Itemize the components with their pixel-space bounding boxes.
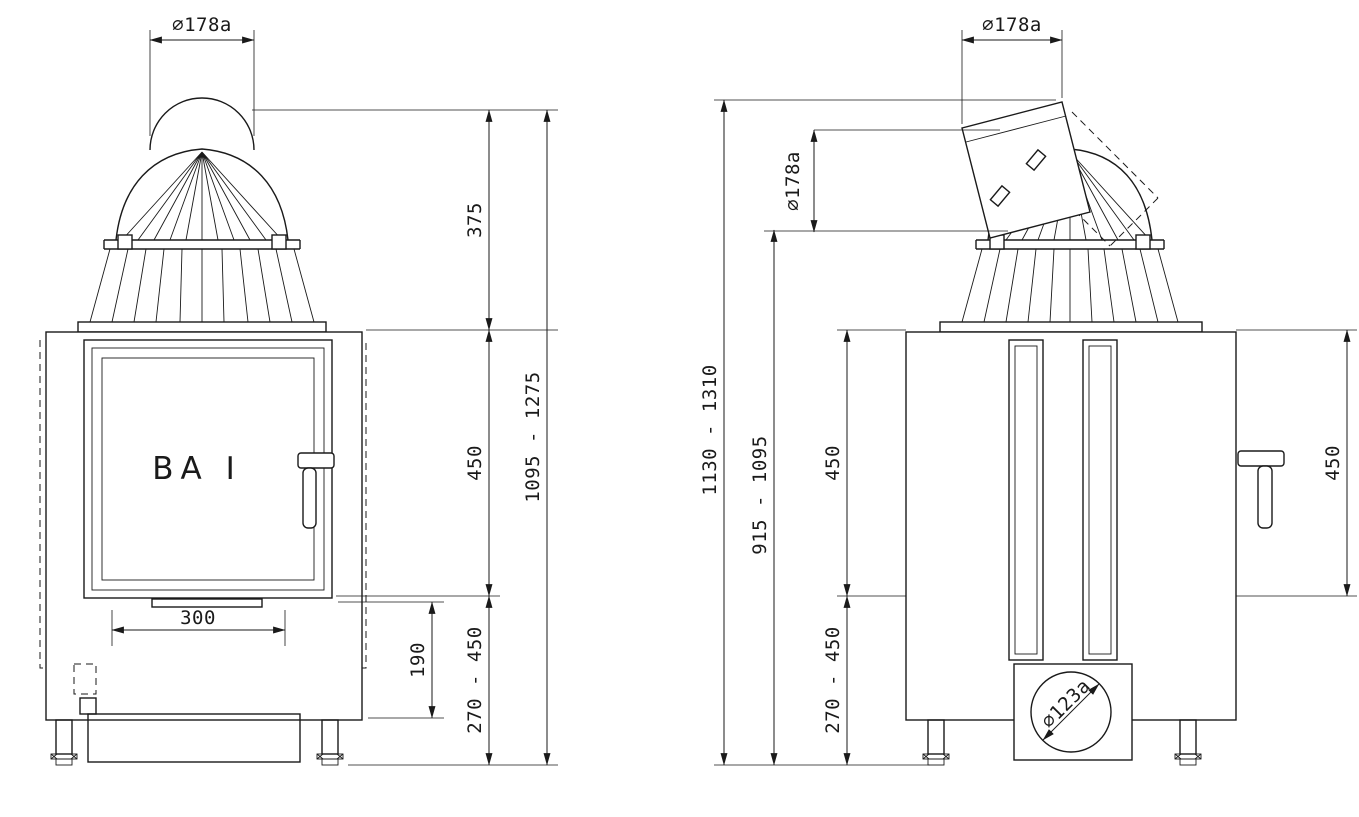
side-flue-pipe [961, 101, 1091, 239]
side-leg-left [927, 719, 945, 755]
side-dim-flue-rear: ⌀178a [782, 151, 804, 211]
front-dome-ribs [121, 151, 283, 241]
front-pedestal [87, 713, 301, 763]
front-dim-door-height: 450 [464, 445, 486, 481]
front-dim-dome-height: 375 [464, 202, 486, 238]
front-flue-collar [149, 97, 255, 151]
side-flue-rim [965, 115, 1067, 143]
side-dome-skirt [961, 248, 1179, 323]
side-leg-right [1179, 719, 1197, 755]
front-dim-total-height: 1095 - 1275 [522, 371, 544, 502]
side-body [905, 331, 1237, 721]
adjustable-foot [1174, 753, 1202, 766]
front-dim-opening-width: 300 [180, 607, 216, 629]
front-door-label: BA I [152, 451, 241, 487]
front-top-plate [77, 321, 327, 333]
side-slot-left [1008, 339, 1044, 661]
front-handle-bar [302, 467, 317, 529]
side-slot-left-inner [1014, 345, 1038, 655]
side-view: ⌀123a ⌀178a ⌀178a 1130 - 1310 915 - 1095… [699, 14, 1357, 766]
front-dome-skirt [89, 248, 315, 323]
side-clamp-screw [1025, 148, 1047, 172]
front-handle-latch [297, 452, 335, 469]
front-ring-tab-right [271, 234, 287, 250]
side-dim-body-height: 450 [822, 445, 844, 481]
front-view: BA I ⌀178a 375 45 [39, 14, 558, 766]
side-clamp-screw [989, 184, 1011, 208]
side-dim-base-height: 270 - 450 [822, 626, 844, 733]
front-dim-flue-diameter: ⌀178a [172, 14, 232, 36]
front-leg-left [55, 719, 73, 755]
side-dim-flue-top: ⌀178a [982, 14, 1042, 36]
side-slot-right [1082, 339, 1118, 661]
adjustable-foot [922, 753, 950, 766]
side-handle-latch [1237, 450, 1285, 467]
front-dome-ring [103, 239, 301, 250]
side-dim-total-height: 1130 - 1310 [699, 364, 721, 495]
front-dim-ash-height: 190 [407, 642, 429, 678]
front-air-slot [151, 598, 263, 608]
front-dim-base-height: 270 - 450 [464, 626, 486, 733]
front-door-inner-frame [91, 347, 325, 591]
front-leg-right [321, 719, 339, 755]
front-ring-tab-left [117, 234, 133, 250]
side-slot-right-inner [1088, 345, 1112, 655]
front-detail-dashed-box [73, 663, 97, 695]
side-dim-intake-line [1042, 683, 1100, 741]
side-top-plate [939, 321, 1203, 333]
side-dim-rear-outlet-height: 915 - 1095 [749, 435, 771, 554]
front-dome-outline [115, 148, 289, 241]
adjustable-foot [316, 753, 344, 766]
front-door-frame [83, 339, 333, 599]
side-dim-body-height-right: 450 [1322, 445, 1344, 481]
side-handle-bar [1257, 465, 1273, 529]
front-cladding-dashed [39, 340, 367, 669]
side-extension-lines [714, 30, 1357, 766]
side-ring-tab-right [1135, 234, 1151, 250]
adjustable-foot [50, 753, 78, 766]
